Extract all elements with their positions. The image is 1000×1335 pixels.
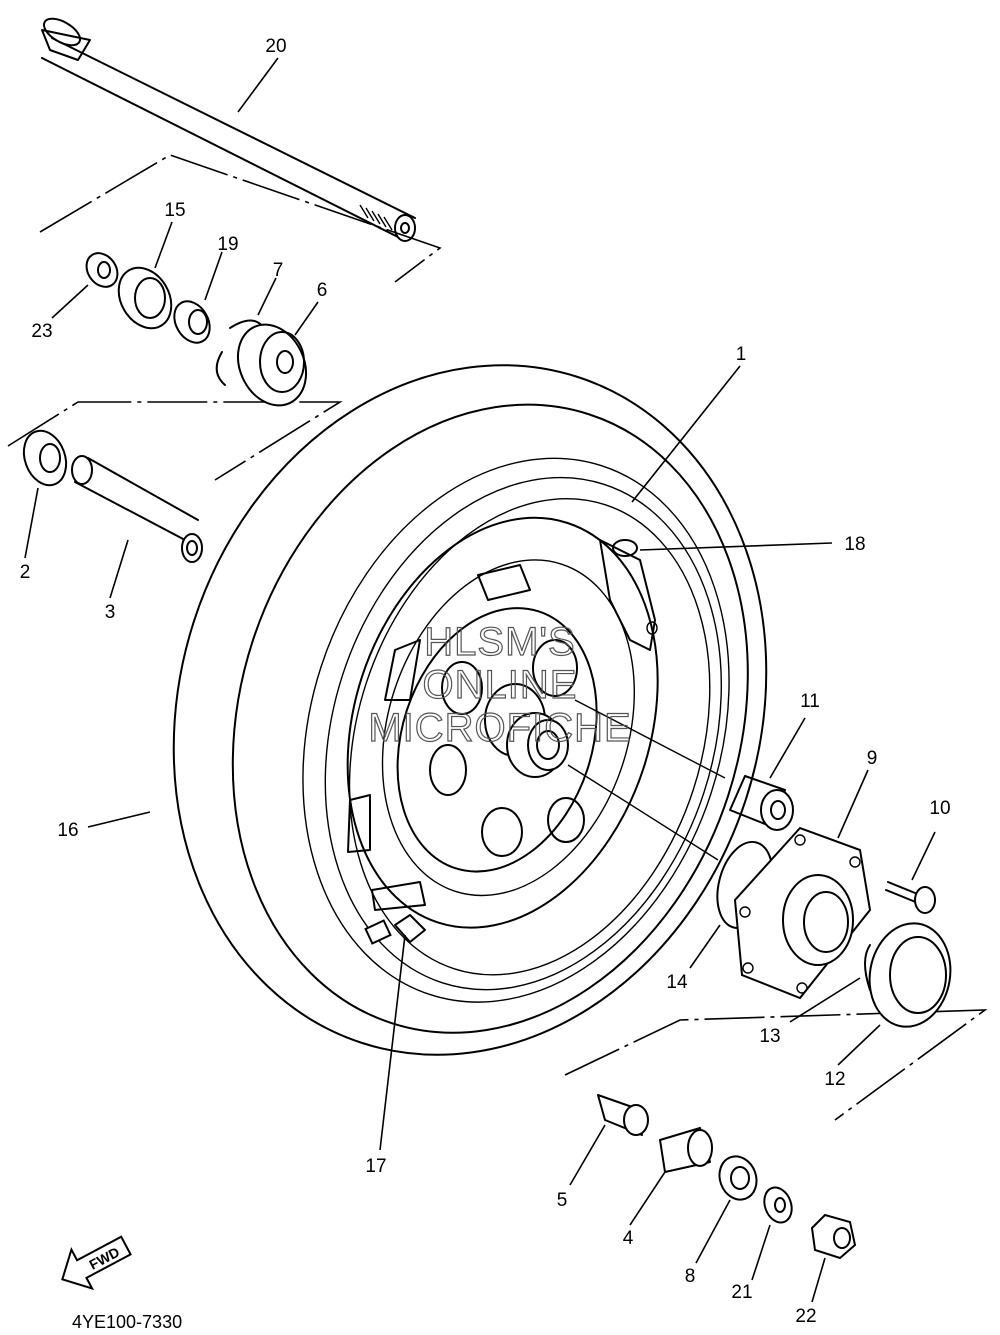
callout-labels: 1 2 3 4 5 6 7 8 9 10 11 12 13 14 15 16 1… — [20, 36, 951, 1327]
callout-16: 16 — [57, 820, 78, 841]
group-box-left-spacers — [7, 401, 343, 481]
leader-lines — [24, 57, 936, 1303]
callout-21: 21 — [731, 1282, 752, 1303]
callout-23: 23 — [31, 321, 52, 342]
front-wheel-assembly — [172, 364, 768, 1056]
callout-20: 20 — [265, 36, 286, 57]
axle-part-20 — [41, 17, 416, 242]
callout-18: 18 — [844, 534, 865, 555]
callout-9: 9 — [867, 748, 878, 769]
callout-8: 8 — [685, 1266, 696, 1287]
watermark: HLSM'S ONLINE MICROFICHE — [368, 619, 632, 750]
group-box-left-bearings — [39, 154, 442, 283]
callout-19: 19 — [217, 234, 238, 255]
callout-6: 6 — [317, 280, 328, 301]
callout-10: 10 — [929, 798, 950, 819]
callout-7: 7 — [273, 260, 284, 281]
callout-15: 15 — [164, 200, 185, 221]
callout-4: 4 — [623, 1228, 634, 1249]
bottom-parts — [597, 1094, 857, 1260]
watermark-line-2: ONLINE — [423, 663, 578, 707]
left-side-parts — [22, 252, 308, 563]
callout-12: 12 — [824, 1069, 845, 1090]
group-box-right-spacers — [564, 1009, 988, 1121]
watermark-line-1: HLSM'S — [424, 620, 575, 664]
fwd-arrow-icon: FWD — [61, 1235, 132, 1291]
right-side-parts — [567, 699, 952, 1028]
callout-13: 13 — [759, 1026, 780, 1047]
callout-1: 1 — [736, 344, 747, 365]
callout-22: 22 — [795, 1306, 816, 1327]
callout-14: 14 — [666, 972, 688, 993]
callout-2: 2 — [20, 562, 31, 583]
callout-5: 5 — [557, 1190, 568, 1211]
callout-17: 17 — [365, 1156, 386, 1177]
callout-3: 3 — [105, 602, 116, 623]
watermark-line-3: MICROFICHE — [368, 706, 631, 750]
callout-11: 11 — [800, 691, 820, 712]
diagram-code: 4YE100-7330 — [72, 1312, 182, 1332]
